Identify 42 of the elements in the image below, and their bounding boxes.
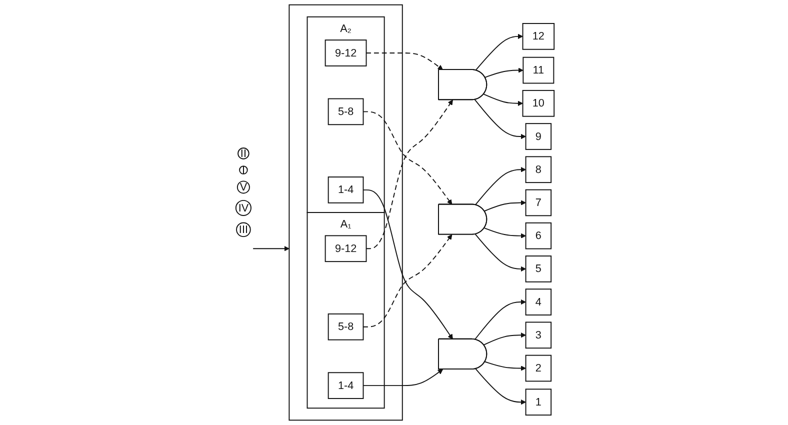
arrow: [475, 368, 526, 405]
arrow: [474, 166, 526, 206]
node-circle: IV: [235, 200, 252, 216]
node-circle: V: [236, 180, 250, 194]
arrow: [474, 234, 526, 272]
arrow: [484, 361, 526, 371]
arrow: [483, 332, 526, 346]
node-box: 10: [522, 90, 555, 117]
arrow: [252, 246, 290, 252]
node-box: 7: [525, 189, 552, 216]
arrow: [475, 34, 524, 71]
node-box: 1-4: [328, 176, 364, 204]
arrow: [362, 189, 454, 340]
arrow: [474, 299, 526, 340]
node-box: 1: [525, 388, 552, 416]
node-box: 5: [525, 256, 552, 282]
arrow: [366, 52, 444, 70]
node-circle: III: [236, 222, 251, 238]
arrow: [484, 228, 526, 238]
node-box: 9: [525, 123, 552, 150]
node-box: 9-12: [324, 235, 367, 262]
node-box: 4: [525, 288, 552, 316]
arrow: [362, 111, 452, 205]
arrow: [484, 68, 524, 78]
arrow: [362, 234, 452, 328]
node-circle: II: [238, 148, 250, 160]
node-box: 12: [522, 23, 555, 50]
node-box: 2: [525, 354, 552, 382]
node-box: 6: [525, 222, 552, 250]
cluster: [288, 4, 403, 421]
node-box: 1-4: [328, 372, 364, 399]
arrow: [474, 99, 526, 140]
node-box: 5-8: [328, 98, 364, 126]
arrow: [366, 100, 454, 250]
node-box: 5-8: [328, 313, 364, 340]
node-box: 8: [525, 156, 552, 184]
node-box: 11: [522, 56, 554, 84]
arrow: [483, 94, 524, 106]
arrow: [362, 369, 444, 386]
arrow: [484, 200, 526, 212]
node-box: 9-12: [324, 40, 367, 66]
node-box: 3: [525, 322, 552, 349]
